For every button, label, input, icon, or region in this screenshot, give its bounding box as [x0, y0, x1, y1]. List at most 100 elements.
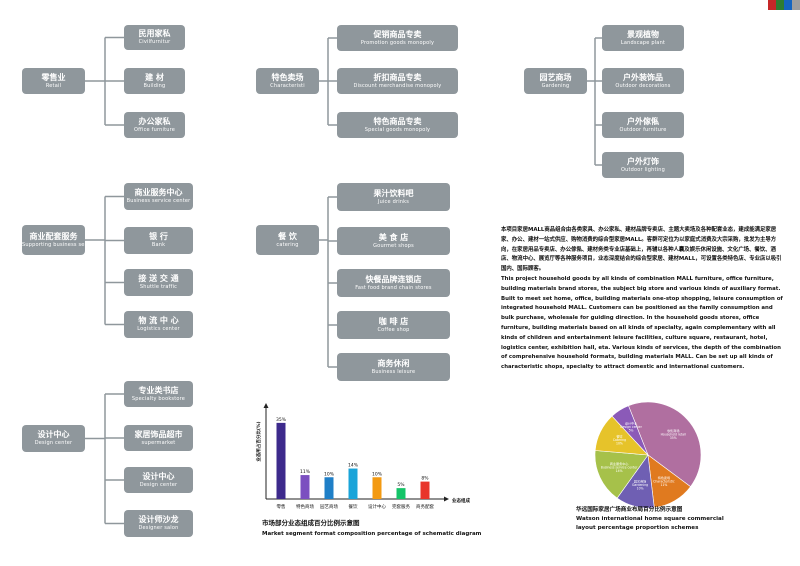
- node-sublabel: Shuttle traffic: [139, 284, 178, 290]
- node-label: 设计中心: [142, 471, 175, 481]
- pie-chart-caption: 华远国际家居广场商业布局百分比例示意图 Watson international…: [576, 506, 776, 533]
- pie-slice-sublabel: Household retail: [661, 433, 686, 437]
- pie-caption-cn: 华远国际家居广场商业布局百分比例示意图: [576, 507, 683, 513]
- node-label: 园艺商场: [539, 72, 572, 82]
- node-sublabel: Coffee shop: [377, 326, 410, 333]
- bar-value-label: 5%: [397, 482, 405, 488]
- pie-slice-value: 11%: [660, 483, 667, 487]
- bar-value-label: 10%: [372, 471, 383, 477]
- bar-1: [300, 475, 310, 499]
- node-label: 家居饰品超市: [134, 429, 183, 439]
- pie-slice-label: 零售商场: [667, 428, 679, 433]
- node-sublabel: Gourmet shops: [373, 242, 414, 249]
- bar-value-label: 8%: [421, 476, 429, 482]
- bar-category-label: 园艺商场: [320, 503, 338, 510]
- bar-category-label: 餐饮: [349, 503, 358, 510]
- pie-slice-sublabel: Characteristic: [653, 480, 675, 484]
- node-sublabel: Supporting business servicestores: [22, 241, 85, 248]
- node-sublabel: Business service center: [126, 198, 191, 204]
- bar-category-label: 商务配套: [416, 503, 434, 510]
- node-sublabel: Outdoor furniture: [619, 126, 667, 133]
- pie-slice-label: 设计中心: [625, 421, 637, 426]
- pie-slice-3: [594, 450, 649, 499]
- bar-5: [396, 488, 406, 499]
- x-axis-label: 业态组成: [452, 497, 470, 504]
- bar-chart-caption-cn: 市场部分业态组成百分比例示意图: [262, 519, 360, 527]
- bar-0: [276, 422, 286, 499]
- node-sublabel: Discount merchandise monopoly: [353, 82, 442, 89]
- node-label: 银 行: [149, 232, 168, 241]
- project-description: 本项目家居MALL商品组合由各类家具、办公家私、建材品牌专卖店、主题大卖场及各种…: [501, 226, 784, 373]
- node-sublabel: Characteristi: [270, 82, 305, 89]
- node-sublabel: supermarket: [141, 439, 176, 446]
- bar-4: [372, 477, 382, 499]
- pie-slice-value: 35%: [670, 436, 677, 440]
- pie-slice-label: 园艺商场: [634, 478, 646, 483]
- node-label: 户外傢俬: [627, 116, 659, 126]
- pie-slice-value: 5%: [629, 429, 634, 433]
- description-cn: 本项目家居MALL商品组合由各类家具、办公家私、建材品牌专卖店、主题大卖场及各种…: [501, 227, 782, 273]
- node-label: 美 食 店: [378, 232, 409, 242]
- pie-slice-0: [628, 401, 702, 488]
- node-label: 零售业: [41, 72, 66, 82]
- color-stripes: [768, 0, 800, 10]
- node-label: 餐 饮: [278, 231, 297, 241]
- x-axis-arrow: [444, 496, 449, 502]
- node-label: 咖 啡 店: [378, 316, 409, 326]
- pie-slice-value: 10%: [637, 486, 644, 490]
- node-label: 物 流 中 心: [138, 316, 179, 325]
- node-sublabel: Design center: [139, 481, 178, 488]
- node-sublabel: Juice drinks: [377, 198, 410, 205]
- green-stripe: [776, 0, 784, 10]
- node-label: 设计中心: [37, 430, 70, 439]
- node-label: 快餐品牌连锁店: [365, 274, 422, 284]
- red-stripe: [768, 0, 776, 10]
- node-sublabel: Building: [143, 82, 166, 89]
- bar-value-label: 11%: [300, 469, 311, 475]
- bar-chart-caption-en: Market segment format composition percen…: [262, 531, 482, 537]
- node-sublabel: Outdoor decorations: [615, 82, 671, 89]
- node-sublabel: Fast food brand chain stores: [355, 284, 432, 291]
- pie-caption-en2: layout percentage proportion schemes: [576, 525, 699, 531]
- y-axis-arrow: [263, 403, 269, 408]
- node-sublabel: catering: [276, 241, 299, 248]
- node-sublabel: Logistics center: [137, 326, 180, 332]
- node-label: 商务休闲: [377, 358, 410, 368]
- node-label: 促销商品专卖: [373, 29, 422, 39]
- pie-slice-sublabel: Business service center: [601, 465, 638, 469]
- node-sublabel: Landscape plant: [620, 39, 666, 46]
- node-sublabel: Civilfurnitur: [138, 39, 171, 45]
- node-sublabel: Outdoor lighting: [620, 166, 665, 173]
- node-label: 折扣商品专卖: [373, 72, 422, 82]
- bar-3: [348, 468, 358, 499]
- node-label: 设计师沙龙: [138, 515, 179, 524]
- pie-slice-value: 14%: [616, 469, 623, 473]
- blue-stripe: [784, 0, 792, 10]
- pie-slice-label: 商业服务中心: [610, 461, 629, 466]
- node-sublabel: Specialty bookstore: [131, 395, 186, 402]
- node-sublabel: Promotion goods monopoly: [360, 39, 435, 46]
- bar-value-label: 10%: [324, 471, 335, 477]
- node-sublabel: Special goods monopoly: [364, 126, 431, 133]
